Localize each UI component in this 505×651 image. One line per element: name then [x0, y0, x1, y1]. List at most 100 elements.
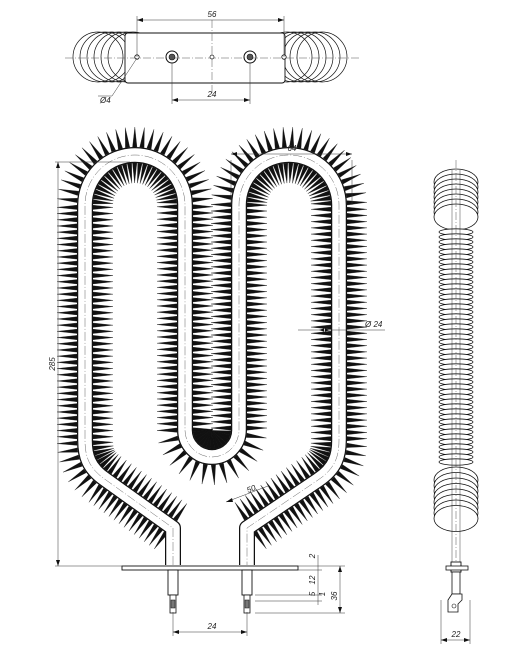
- fin-spike: [346, 225, 368, 231]
- fin-spike: [58, 189, 79, 196]
- fin-spike: [104, 172, 120, 190]
- fin-spike: [192, 197, 213, 203]
- fin-spike: [301, 457, 315, 476]
- fin-spike: [213, 185, 234, 193]
- fin-spike: [310, 343, 332, 349]
- fin-spike: [156, 347, 178, 352]
- fin-spike: [56, 248, 78, 254]
- fin-spike: [210, 233, 232, 239]
- fin-spike: [156, 285, 178, 290]
- fin-spike: [92, 217, 114, 223]
- fin-spike: [156, 427, 178, 433]
- fin-spike: [95, 184, 116, 196]
- fin-spike: [210, 208, 232, 214]
- fin-spike: [346, 368, 368, 373]
- fin-spike: [310, 430, 332, 435]
- fin-spike: [310, 361, 332, 367]
- fin-spike: [192, 291, 214, 296]
- fin-spike: [296, 460, 310, 479]
- fin-spike: [156, 210, 178, 216]
- fin-spike: [92, 378, 114, 384]
- fin-spike: [310, 256, 332, 262]
- fin-spike: [88, 484, 103, 503]
- dim-terminal-pitch: 24: [207, 622, 217, 631]
- fin-spike: [156, 334, 178, 340]
- fin-spike: [101, 176, 119, 192]
- fin-spike: [64, 170, 84, 182]
- fin-spike: [239, 448, 258, 462]
- fin-spike: [189, 460, 200, 481]
- fin-spike: [309, 190, 331, 199]
- fin-spike: [288, 162, 294, 184]
- fin-spike: [310, 399, 332, 404]
- fin-spike: [113, 502, 128, 521]
- fin-spike: [156, 353, 178, 358]
- fin-spike: [246, 276, 268, 282]
- fin-spike: [246, 425, 268, 431]
- fin-spike: [192, 254, 214, 259]
- fin-spike: [192, 260, 214, 265]
- fin-spike: [211, 464, 216, 485]
- fin-spike: [56, 316, 78, 322]
- fin-spike: [191, 188, 212, 196]
- fin-spike: [310, 330, 332, 336]
- fin-spike: [149, 172, 166, 189]
- fin-spike: [264, 168, 277, 187]
- fin-spike: [310, 324, 332, 330]
- fin-spike: [56, 421, 78, 427]
- fin-spike: [278, 163, 285, 184]
- fin-spike: [59, 454, 80, 463]
- fin-spike: [309, 185, 329, 197]
- fin-spike: [92, 242, 114, 247]
- fin-spike: [192, 309, 214, 315]
- fin-spike: [92, 409, 114, 415]
- fin-spike: [201, 463, 208, 485]
- fin-spike: [92, 440, 114, 446]
- fin-spike: [210, 369, 232, 375]
- fin-spike: [92, 428, 114, 433]
- fin-spike: [246, 227, 268, 232]
- fin-spike: [154, 184, 174, 196]
- fin-spike: [343, 457, 364, 467]
- fin-spike: [56, 353, 78, 359]
- fin-spike: [310, 219, 332, 225]
- fin-spike: [178, 456, 193, 475]
- tube-centerline: [84, 154, 340, 565]
- fin-spike: [192, 415, 214, 420]
- fin-spike: [192, 421, 214, 427]
- fin-spike: [92, 353, 114, 359]
- fin-spike: [273, 164, 282, 185]
- fin-spike: [246, 295, 268, 301]
- fin-spike: [253, 178, 272, 193]
- fin-spike: [310, 306, 332, 311]
- fin-spike: [156, 193, 177, 201]
- fin-spike: [127, 162, 132, 184]
- fin-spike: [81, 480, 97, 497]
- fin-spike: [92, 235, 114, 241]
- fin-spike: [156, 409, 178, 414]
- fin-spike: [246, 357, 268, 363]
- fin-disc-right: [282, 31, 334, 83]
- fin-spike: [297, 165, 309, 185]
- fin-spike: [56, 378, 78, 384]
- fin-spike: [210, 332, 232, 338]
- fin-spike: [310, 312, 332, 318]
- fin-spike: [210, 264, 232, 270]
- fin-spike: [93, 194, 114, 202]
- fin-spike: [259, 171, 275, 189]
- fin-spike: [310, 213, 332, 218]
- fin-spike: [246, 320, 268, 325]
- fin-spike: [125, 127, 130, 148]
- fin-spike: [246, 314, 268, 319]
- fin-spike: [156, 328, 178, 334]
- fin-spike: [255, 134, 266, 154]
- fin-spike: [246, 208, 268, 214]
- fin-spike: [310, 442, 332, 447]
- fin-spike: [246, 214, 268, 220]
- fin-spike: [246, 432, 267, 439]
- fin-spike: [151, 175, 169, 191]
- fin-spike: [56, 266, 78, 272]
- fin-spike: [188, 179, 209, 189]
- fin-spike: [346, 262, 368, 268]
- fin-spike: [307, 181, 327, 194]
